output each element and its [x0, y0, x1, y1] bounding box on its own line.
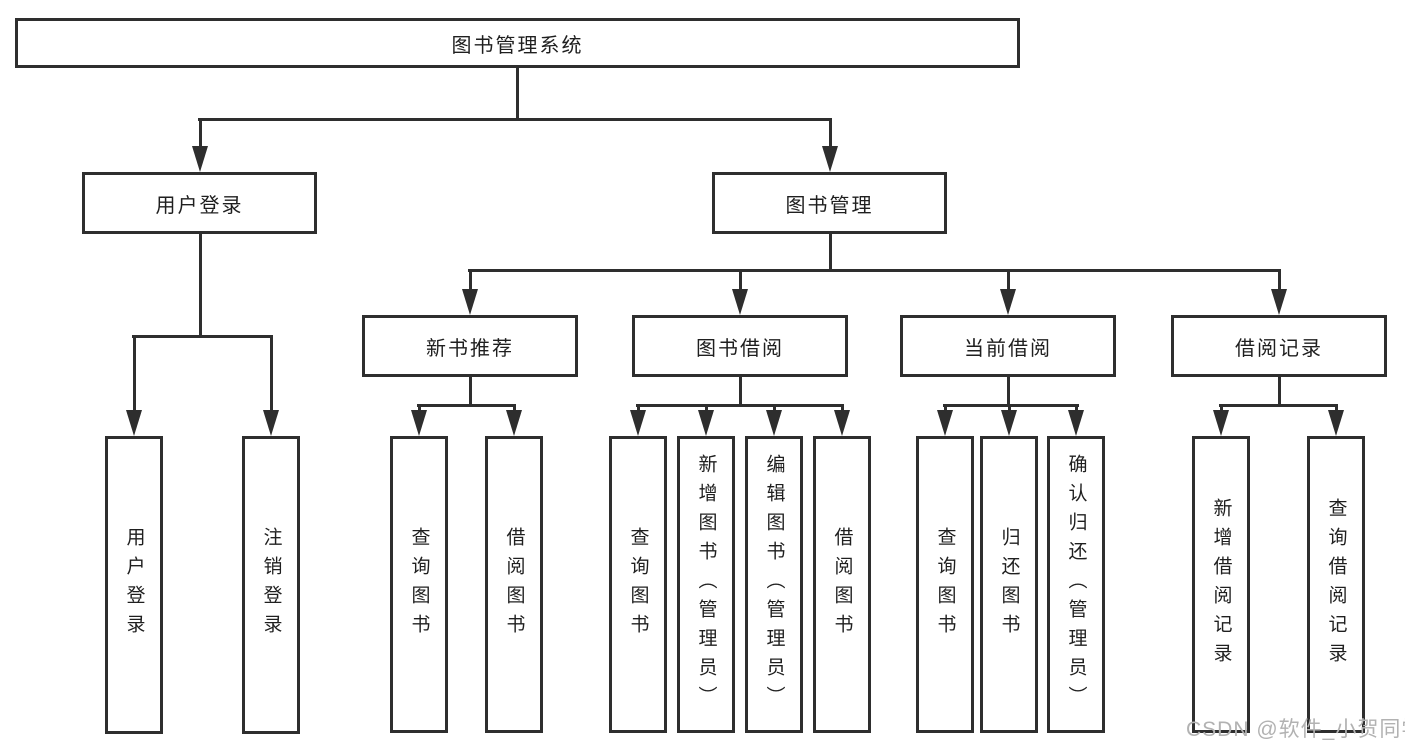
csdn-watermark: CSDN @软件_小贺同学: [1186, 718, 1405, 741]
node-user-login-action: 用户登录: [105, 436, 163, 734]
edge-arrow-stem: [469, 269, 472, 295]
node-book-borrowing: 图书借阅: [632, 315, 848, 377]
arrowhead-down-icon: [1328, 410, 1344, 436]
node-user-login-action-label: 用户登录: [123, 527, 145, 643]
node-root: 图书管理系统: [15, 18, 1020, 68]
edge-horizontal-line: [1219, 404, 1338, 407]
edge-arrow-stem: [270, 335, 273, 416]
node-user-login-label: 用户登录: [155, 194, 244, 217]
edge-arrow-stem: [133, 335, 136, 416]
node-add-borrow-record-label: 新增借阅记录: [1210, 497, 1232, 672]
edge-vertical-line: [739, 377, 742, 407]
edge-arrow-stem: [199, 118, 202, 152]
arrowhead-down-icon: [1213, 410, 1229, 436]
edge-arrow-stem: [739, 269, 742, 295]
node-current-query-books-label: 查询图书: [934, 526, 956, 643]
node-new-book-recommend-label: 新书推荐: [426, 337, 514, 360]
arrowhead-down-icon: [834, 410, 850, 436]
arrowhead-down-icon: [822, 146, 838, 172]
node-current-borrowing-label: 当前借阅: [964, 337, 1052, 360]
node-borrowing-borrow-books: 借阅图书: [813, 436, 871, 733]
edge-vertical-line: [469, 377, 472, 407]
arrowhead-down-icon: [1271, 289, 1287, 315]
node-recommend-borrow-books-label: 借阅图书: [503, 526, 525, 643]
node-recommend-query-books-label: 查询图书: [408, 526, 430, 643]
node-confirm-return-admin-label: 确认归还（管理员）: [1065, 454, 1087, 715]
node-return-books-label: 归还图书: [998, 526, 1020, 643]
node-logout-label: 注销登录: [260, 527, 282, 643]
arrowhead-down-icon: [732, 289, 748, 315]
node-confirm-return-admin: 确认归还（管理员）: [1047, 436, 1105, 733]
node-logout: 注销登录: [242, 436, 300, 734]
edge-horizontal-line: [636, 404, 843, 407]
node-add-borrow-record: 新增借阅记录: [1192, 436, 1250, 733]
node-query-borrow-record: 查询借阅记录: [1307, 436, 1365, 733]
node-add-books-admin-label: 新增图书（管理员）: [695, 454, 717, 715]
arrowhead-down-icon: [937, 410, 953, 436]
arrowhead-down-icon: [192, 146, 208, 172]
arrowhead-down-icon: [126, 410, 142, 436]
arrowhead-down-icon: [766, 410, 782, 436]
node-new-book-recommend: 新书推荐: [362, 315, 578, 377]
edge-arrow-stem: [1007, 269, 1010, 295]
edge-vertical-line: [1278, 377, 1281, 407]
node-borrowing-records: 借阅记录: [1171, 315, 1387, 377]
node-edit-books-admin-label: 编辑图书（管理员）: [763, 454, 785, 715]
node-current-query-books: 查询图书: [916, 436, 974, 733]
edge-arrow-stem: [829, 118, 832, 152]
node-borrowing-query-books: 查询图书: [609, 436, 667, 733]
edge-arrow-stem: [1278, 269, 1281, 295]
node-recommend-query-books: 查询图书: [390, 436, 448, 733]
edge-vertical-line: [199, 234, 202, 338]
edge-horizontal-line: [132, 335, 273, 338]
node-edit-books-admin: 编辑图书（管理员）: [745, 436, 803, 733]
node-book-borrowing-label: 图书借阅: [696, 337, 784, 360]
edge-vertical-line: [516, 68, 519, 118]
edge-horizontal-line: [468, 269, 1281, 272]
arrowhead-down-icon: [411, 410, 427, 436]
arrowhead-down-icon: [1001, 410, 1017, 436]
node-return-books: 归还图书: [980, 436, 1038, 733]
arrowhead-down-icon: [630, 410, 646, 436]
edge-vertical-line: [829, 234, 832, 272]
edge-vertical-line: [1007, 377, 1010, 407]
edge-horizontal-line: [417, 404, 516, 407]
arrowhead-down-icon: [1000, 289, 1016, 315]
arrowhead-down-icon: [506, 410, 522, 436]
node-borrowing-borrow-books-label: 借阅图书: [831, 526, 853, 643]
node-borrowing-records-label: 借阅记录: [1235, 337, 1323, 360]
arrowhead-down-icon: [698, 410, 714, 436]
edge-horizontal-line: [943, 404, 1079, 407]
arrowhead-down-icon: [462, 289, 478, 315]
node-query-borrow-record-label: 查询借阅记录: [1325, 497, 1347, 672]
node-book-management-label: 图书管理: [785, 194, 874, 217]
node-book-management: 图书管理: [712, 172, 947, 234]
node-root-label: 图书管理系统: [451, 34, 584, 57]
node-user-login: 用户登录: [82, 172, 317, 234]
node-borrowing-query-books-label: 查询图书: [627, 526, 649, 643]
arrowhead-down-icon: [1068, 410, 1084, 436]
edge-horizontal-line: [198, 118, 831, 121]
node-current-borrowing: 当前借阅: [900, 315, 1116, 377]
arrowhead-down-icon: [263, 410, 279, 436]
node-recommend-borrow-books: 借阅图书: [485, 436, 543, 733]
node-add-books-admin: 新增图书（管理员）: [677, 436, 735, 733]
